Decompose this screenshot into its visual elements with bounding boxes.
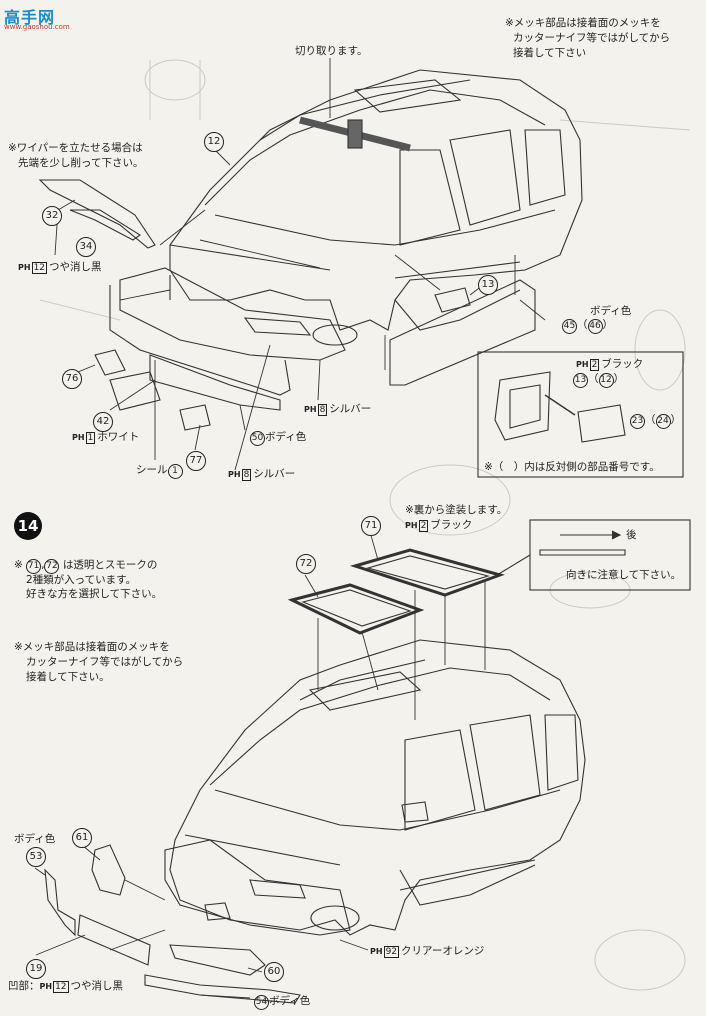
chrome-note-bottom-line-3: 接着して下さい。 bbox=[26, 671, 110, 683]
part-number-46: 46 bbox=[587, 319, 603, 334]
chrome-note-line-3: 接着して下さい bbox=[513, 47, 587, 59]
opposite-side-note: ※（ ）内は反対側の部品番号です。 bbox=[484, 461, 660, 473]
chrome-note-bottom-line-1: ※メッキ部品は接着面のメッキを bbox=[14, 641, 170, 653]
watermark-text: 高手网 bbox=[4, 8, 56, 27]
bottom-leader-lines bbox=[34, 531, 486, 999]
part-number-60: 60 bbox=[264, 962, 284, 982]
part-number-71-note: 71 bbox=[26, 559, 42, 574]
paint-code: 8 bbox=[317, 404, 328, 416]
mirror-detail-box bbox=[477, 351, 684, 478]
part-number-23: 23 bbox=[630, 414, 645, 429]
top-small-parts bbox=[94, 279, 536, 431]
body-color-label: ボディ色 bbox=[269, 995, 311, 1007]
bottom-car-body bbox=[164, 639, 586, 936]
paint-code: 12 bbox=[31, 262, 48, 274]
paint-code: 2 bbox=[589, 359, 600, 371]
paint-code: 92 bbox=[383, 946, 400, 958]
part-number-13-mirror: 13 bbox=[573, 373, 588, 388]
window-note-line-3: 好きな方を選択して下さい。 bbox=[26, 588, 163, 600]
part-number-76: 76 bbox=[62, 369, 82, 389]
parts-13-12: 13（12） bbox=[573, 372, 624, 388]
paint-code: 12 bbox=[53, 981, 69, 993]
chrome-note-line-1: ※メッキ部品は接着面のメッキを bbox=[505, 17, 661, 29]
wiper-note-line-1: ※ワイパーを立たせる場合は bbox=[8, 142, 143, 154]
part-number-24: 24 bbox=[655, 414, 671, 429]
part-number-72-note: 72 bbox=[44, 559, 60, 574]
paint-name: シルバー bbox=[329, 403, 372, 415]
paint-code: 1 bbox=[85, 432, 96, 444]
part-number-50: 50 bbox=[250, 431, 265, 446]
part-number-19: 19 bbox=[26, 959, 46, 979]
part-number-12: 12 bbox=[204, 132, 224, 152]
part-number-32: 32 bbox=[42, 206, 62, 226]
paint-code: 2 bbox=[418, 520, 429, 532]
part-number-12-mirror: 12 bbox=[598, 373, 614, 388]
direction-detail bbox=[496, 530, 626, 576]
paint-name: ブラック bbox=[601, 358, 644, 370]
body-color-label: ボディ色 bbox=[265, 431, 307, 443]
part-number-13: 13 bbox=[478, 275, 498, 295]
paint-code: 8 bbox=[241, 469, 252, 481]
window-note-line-2: 2種類が入っています。 bbox=[26, 574, 137, 586]
part-number-53: 53 bbox=[26, 847, 46, 867]
recess-label: 凹部： bbox=[8, 980, 40, 992]
parts-23-24: 23（24） bbox=[630, 413, 681, 429]
rear-label: 後 bbox=[626, 529, 637, 541]
chrome-note-line-2: カッターナイフ等ではがしてから bbox=[513, 32, 671, 44]
part-number-71: 71 bbox=[361, 516, 381, 536]
seal-number: 1 bbox=[167, 464, 183, 479]
part-number-77: 77 bbox=[186, 451, 206, 471]
seal-label: シール bbox=[136, 464, 168, 476]
bottom-small-parts bbox=[44, 844, 301, 1004]
part-number-45: 45 bbox=[562, 319, 577, 334]
step-number-badge: 14 bbox=[14, 512, 42, 540]
top-car-body bbox=[109, 69, 583, 411]
paint-name: つや消し黒 bbox=[49, 261, 102, 273]
wiper-note-line-2: 先端を少し削って下さい。 bbox=[18, 157, 144, 169]
chrome-note-bottom-line-2: カッターナイフ等ではがしてから bbox=[26, 656, 184, 668]
wiper-blades bbox=[38, 179, 156, 249]
window-note-line-1: ※ 71,72 は透明とスモークの bbox=[14, 558, 157, 574]
parts-45-46: 45（46） bbox=[562, 318, 613, 334]
sunroof-glass-parts bbox=[287, 548, 505, 635]
paint-back-note: ※裏から塗装します。 bbox=[405, 504, 508, 516]
direction-note: 向きに注意して下さい。 bbox=[566, 569, 682, 581]
watermark-url: www.gaoshou.com bbox=[4, 23, 70, 31]
watermark-logo: 高手网 www.gaoshou.com bbox=[4, 4, 74, 34]
paint-name: ホワイト bbox=[97, 431, 140, 443]
paint-name: つや消し黒 bbox=[70, 980, 124, 992]
part-number-54: 54 bbox=[254, 995, 269, 1010]
body-color-label-top: ボディ色 bbox=[590, 305, 632, 317]
part-number-42: 42 bbox=[93, 412, 113, 432]
part-number-34: 34 bbox=[76, 237, 96, 257]
mirror-detail bbox=[494, 371, 626, 443]
body-color-label-53: ボディ色 bbox=[14, 833, 56, 845]
part-number-72: 72 bbox=[296, 554, 316, 574]
cut-off-label: 切り取ります。 bbox=[295, 45, 368, 57]
paint-name: シルバー bbox=[253, 468, 296, 480]
paint-name: クリアーオレンジ bbox=[401, 945, 485, 957]
paint-name: ブラック bbox=[430, 519, 473, 531]
part-number-61: 61 bbox=[72, 828, 92, 848]
